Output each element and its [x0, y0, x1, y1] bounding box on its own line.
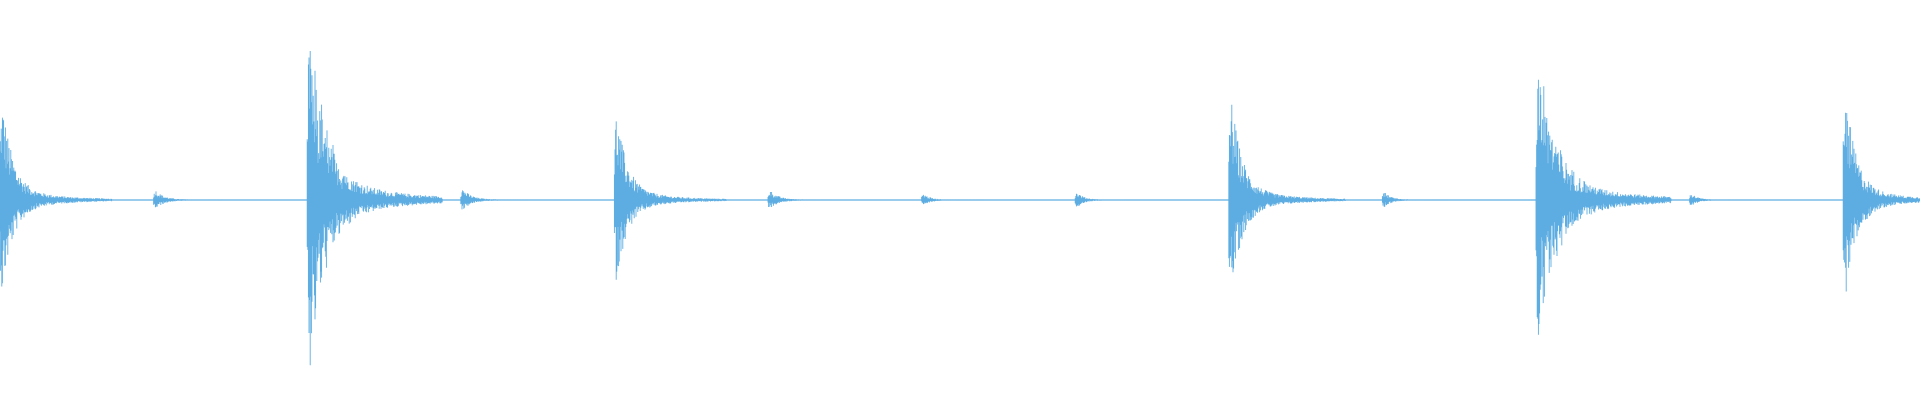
waveform-hit-8 — [1074, 193, 1139, 207]
waveform-hit-9 — [1228, 104, 1346, 273]
waveform-hit-4 — [460, 190, 529, 210]
waveform-hit-13 — [1842, 112, 1920, 292]
waveform-hit-6 — [767, 192, 836, 207]
waveform-hit-7 — [921, 194, 986, 205]
waveform-hit-11 — [1535, 79, 1672, 335]
waveform-hit-3 — [306, 51, 443, 366]
waveform-hit-1 — [0, 117, 113, 287]
waveform-hit-2 — [153, 191, 222, 208]
waveform-hit-10 — [1381, 193, 1446, 207]
waveform-hit-12 — [1689, 195, 1754, 205]
waveform-hits — [0, 51, 1920, 366]
waveform-hit-5 — [613, 121, 727, 280]
